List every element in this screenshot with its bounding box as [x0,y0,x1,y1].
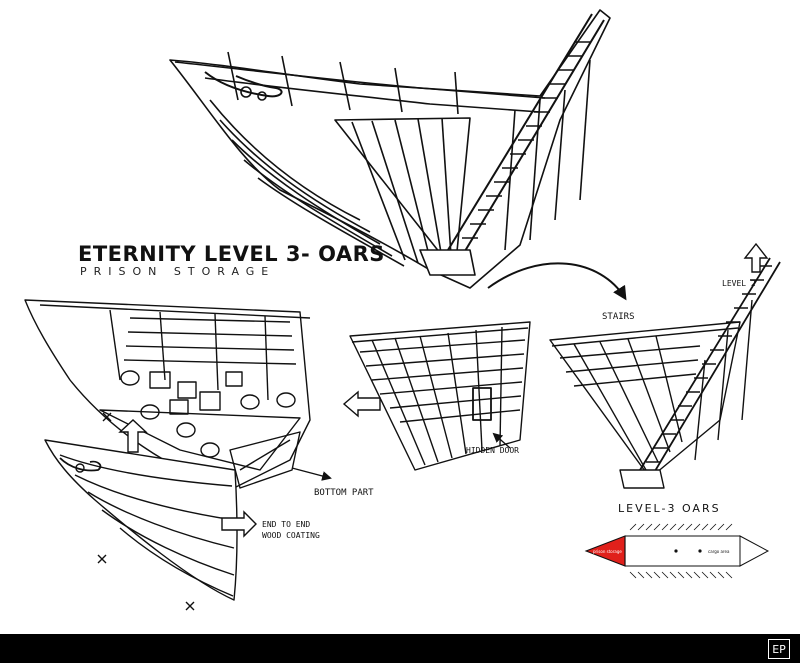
label-end-to-end: END TO END [262,520,311,529]
pointer-arrow-bottom-part [291,467,332,481]
storage-hull-sketch [24,299,311,491]
level-up-arrow [743,242,769,273]
sheet-subtitle: PRISON STORAGE [80,265,276,278]
sheet-title: ETERNITY LEVEL 3- OARS [78,242,385,266]
hidden-door-wall-sketch [349,321,531,471]
pointer-arrow-wood-coating [221,510,257,538]
label-stairs: STAIRS [602,312,635,322]
left-arrow [342,390,381,418]
pointer-arrow-hidden-door [492,432,511,449]
top-hull-sketch [169,9,611,289]
plan-room-label-left: prison storage [593,549,622,554]
label-wood-coating: WOOD COATING [262,531,320,540]
logo-icon: EP [768,639,790,659]
stairs-view-sketch [549,257,781,489]
label-hidden-door: HIDDEN DOOR [466,446,519,455]
label-bottom-part: BOTTOM PART [314,488,374,498]
footer-bar [0,634,800,663]
plan-title: LEVEL-3 OARS [618,502,721,515]
floor-plan: prison storage cargo area [584,523,770,579]
plan-room-label-right: cargo area [708,549,730,554]
curved-arrow [487,262,627,301]
up-arrow [118,419,148,453]
label-level-2: LEVEL 2 [722,279,756,288]
outer-hull-sketch [44,439,238,611]
